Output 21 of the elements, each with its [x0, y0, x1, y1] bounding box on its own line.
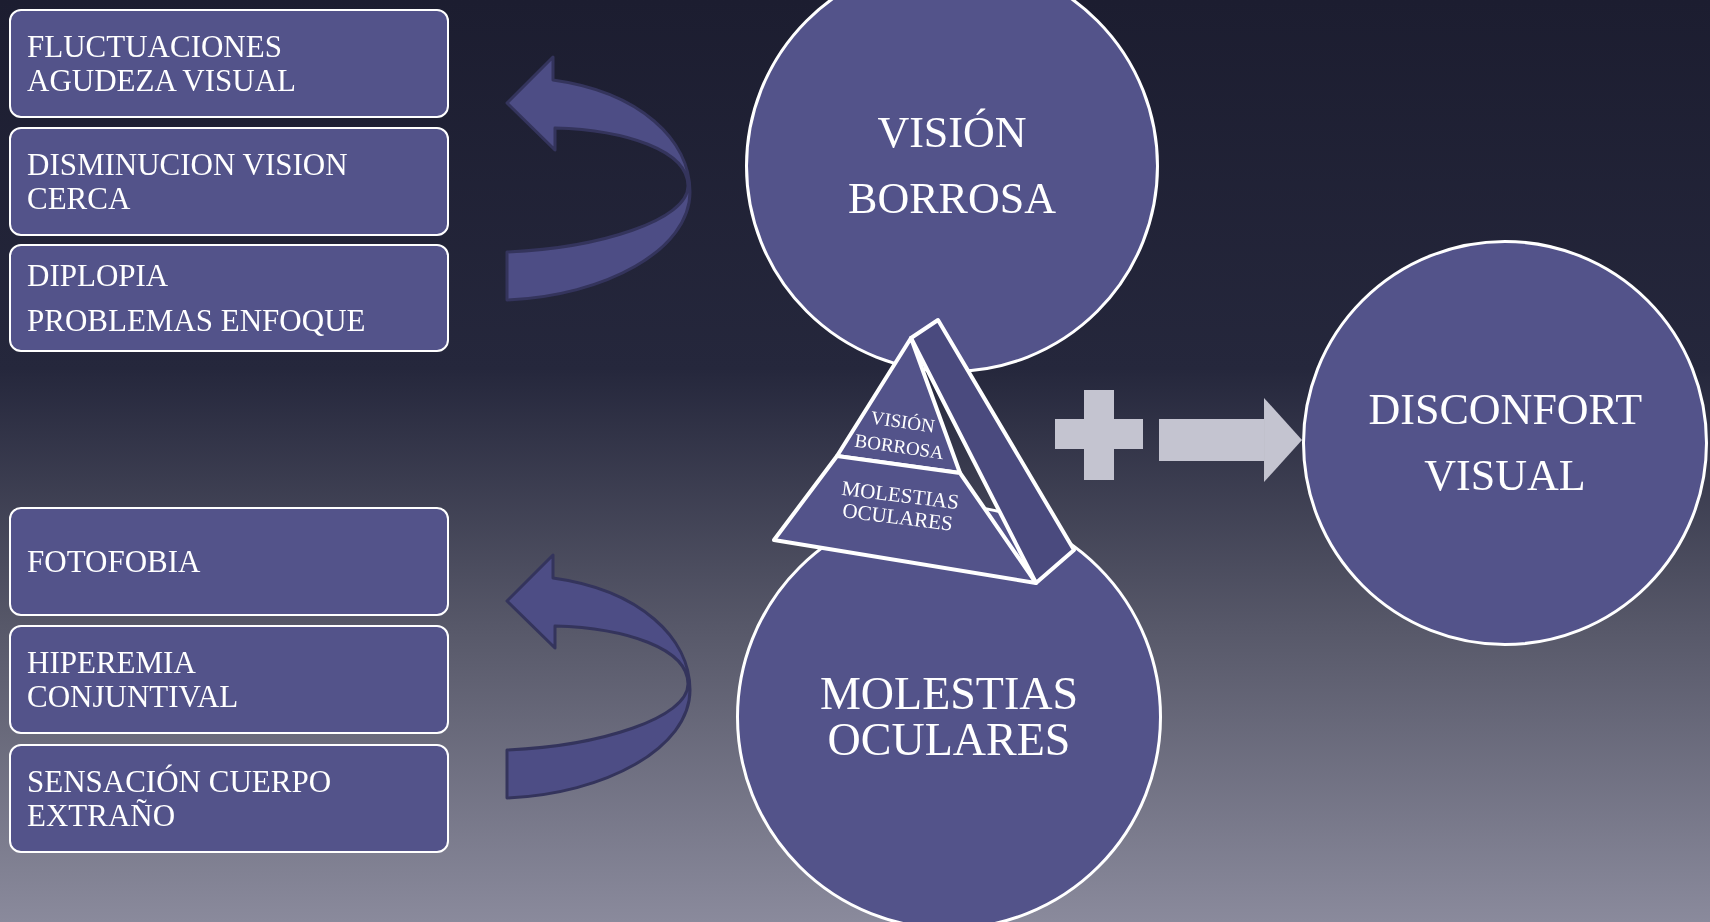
u-turn-arrow	[505, 55, 692, 302]
node-label: MOLESTIAS OCULARES	[839, 475, 962, 538]
symptom-box	[9, 744, 449, 853]
symptom-box	[9, 127, 449, 236]
symptom-box	[9, 507, 449, 616]
node-label: HIPEREMIA CONJUNTIVAL	[27, 646, 240, 713]
node-label: SENSACIÓN CUERPO EXTRAÑO	[27, 765, 333, 832]
node-label: VISIÓN BORROSA	[852, 405, 947, 465]
symptom-box	[9, 244, 449, 352]
plus-icon	[1055, 390, 1143, 480]
node-label: DISCONFORT VISUAL	[1368, 384, 1642, 502]
node-label: FLUCTUACIONES AGUDEZA VISUAL	[27, 30, 297, 97]
node-label: DISMINUCION VISION CERCA	[27, 148, 349, 215]
node-label: PROBLEMAS ENFOQUE	[27, 304, 367, 338]
node-label: VISIÓN BORROSA	[847, 107, 1057, 225]
node-label: MOLESTIAS OCULARES	[818, 671, 1080, 763]
symptom-box	[9, 625, 449, 734]
node-label: DIPLOPIA	[27, 258, 170, 292]
symptom-box	[9, 9, 449, 118]
u-turn-arrow	[505, 553, 692, 800]
node-label: FOTOFOBIA	[27, 544, 202, 579]
